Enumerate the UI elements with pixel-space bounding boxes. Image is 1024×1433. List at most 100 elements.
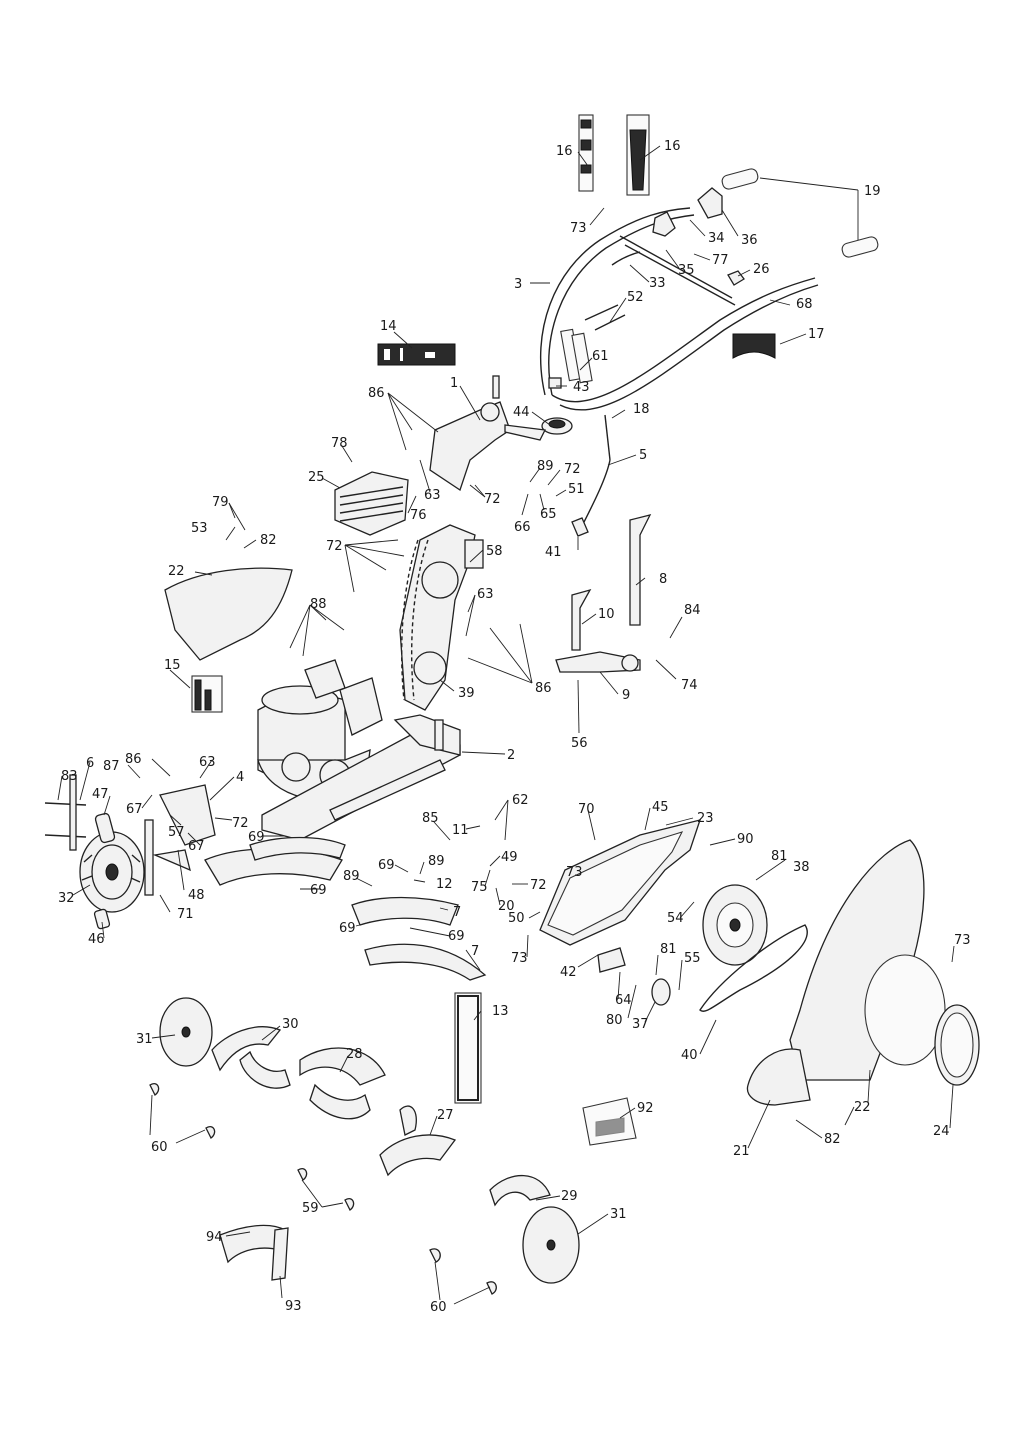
callout-50: 50: [508, 911, 525, 926]
callout-82a: 82: [260, 533, 277, 548]
callout-84: 84: [684, 603, 701, 618]
callout-92: 92: [637, 1101, 654, 1116]
part-drawings: [44, 114, 980, 1295]
callout-63a: 63: [424, 488, 441, 503]
callout-72c: 72: [326, 539, 343, 554]
callout-89a: 89: [537, 459, 554, 474]
callout-8: 8: [659, 572, 667, 587]
callout-75: 75: [471, 880, 488, 895]
callout-19: 19: [864, 184, 881, 199]
callout-85: 85: [422, 811, 439, 826]
main-frame: [261, 714, 461, 841]
callout-16b: 16: [664, 139, 681, 154]
callout-76: 76: [410, 508, 427, 523]
callout-90: 90: [737, 832, 754, 847]
callout-21: 21: [733, 1144, 750, 1159]
callout-30: 30: [282, 1017, 299, 1032]
callout-27: 27: [437, 1108, 454, 1123]
callout-41: 41: [545, 545, 562, 560]
callout-10: 10: [598, 607, 615, 622]
callout-87: 87: [103, 759, 120, 774]
callout-69e: 69: [448, 929, 465, 944]
wheel: [79, 812, 145, 930]
callout-59: 59: [302, 1201, 319, 1216]
callout-7a: 7: [453, 905, 461, 920]
callout-31b: 31: [610, 1207, 627, 1222]
callout-5: 5: [639, 448, 647, 463]
callout-53: 53: [191, 521, 208, 536]
callout-26: 26: [753, 262, 770, 277]
callout-2: 2: [507, 748, 515, 763]
callout-14: 14: [380, 319, 397, 334]
callout-79: 79: [212, 495, 229, 510]
callout-31a: 31: [136, 1032, 153, 1047]
callout-7b: 7: [471, 944, 479, 959]
callout-74: 74: [681, 678, 698, 693]
callout-42: 42: [560, 965, 577, 980]
callout-71: 71: [177, 907, 194, 922]
callout-52: 52: [627, 290, 644, 305]
callout-67a: 67: [126, 802, 143, 817]
callout-72e: 72: [530, 878, 547, 893]
callout-37: 37: [632, 1017, 649, 1032]
callout-34: 34: [708, 231, 725, 246]
callout-73: 73: [570, 221, 587, 236]
engine-shroud-part: [334, 471, 409, 536]
callout-48: 48: [188, 888, 205, 903]
callout-86a: 86: [368, 386, 385, 401]
tine-assemblies: [149, 997, 580, 1295]
callout-33: 33: [649, 276, 666, 291]
callout-73d: 73: [954, 933, 971, 948]
callout-93: 93: [285, 1299, 302, 1314]
callout-28: 28: [346, 1047, 363, 1062]
callout-72a: 72: [564, 462, 581, 477]
callout-63b: 63: [477, 587, 494, 602]
callout-73b: 73: [566, 865, 583, 880]
callout-77: 77: [712, 253, 729, 268]
upper-mount-bracket: [429, 375, 546, 492]
callout-11: 11: [452, 823, 469, 838]
callout-47: 47: [92, 787, 109, 802]
callout-60b: 60: [430, 1300, 447, 1315]
callout-4: 4: [236, 770, 244, 785]
callout-68: 68: [796, 297, 813, 312]
callout-82b: 82: [824, 1132, 841, 1147]
callout-67b: 67: [188, 839, 205, 854]
callout-86b: 86: [535, 681, 552, 696]
transmission-chain-case: [399, 524, 484, 711]
callout-36: 36: [741, 233, 758, 248]
callout-32: 32: [58, 891, 75, 906]
callout-45: 45: [652, 800, 669, 815]
callout-61: 61: [592, 349, 609, 364]
callout-44: 44: [513, 405, 530, 420]
callout-80: 80: [606, 1013, 623, 1028]
belt-cover-assembly: [539, 819, 980, 1106]
callout-89c: 89: [343, 869, 360, 884]
callout-6: 6: [86, 756, 94, 771]
callout-73c: 73: [511, 951, 528, 966]
callout-3: 3: [514, 277, 522, 292]
callout-18: 18: [633, 402, 650, 417]
callout-16a: 16: [556, 144, 573, 159]
callout-9: 9: [622, 688, 630, 703]
callout-69a: 69: [248, 830, 265, 845]
callout-13: 13: [492, 1004, 509, 1019]
callout-40: 40: [681, 1048, 698, 1063]
callout-55: 55: [684, 951, 701, 966]
callout-39: 39: [458, 686, 475, 701]
callout-49: 49: [501, 850, 518, 865]
handle-decal-strip: [578, 114, 650, 196]
callout-23: 23: [697, 811, 714, 826]
callout-63c: 63: [199, 755, 216, 770]
left-side-shield: [164, 567, 293, 661]
callout-94: 94: [206, 1230, 223, 1245]
callout-62: 62: [512, 793, 529, 808]
decals: [191, 333, 776, 1146]
callout-69c: 69: [310, 883, 327, 898]
callout-labels: 16 16 19 73 34 36 35 77 26 3 33 52 68 14…: [58, 139, 971, 1315]
callout-72d: 72: [232, 816, 249, 831]
callout-43: 43: [573, 380, 590, 395]
callout-35: 35: [678, 263, 695, 278]
wheel-bracket: [44, 774, 216, 896]
